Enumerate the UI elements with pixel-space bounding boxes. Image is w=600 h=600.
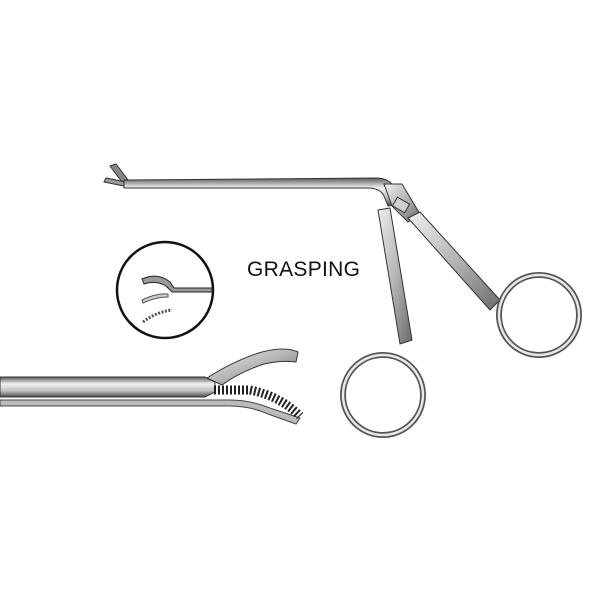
instrument-full: [103, 163, 582, 438]
detail-inset: [115, 240, 215, 340]
jaw-closeup: [0, 348, 304, 425]
grasping-label: GRASPING: [247, 258, 361, 281]
